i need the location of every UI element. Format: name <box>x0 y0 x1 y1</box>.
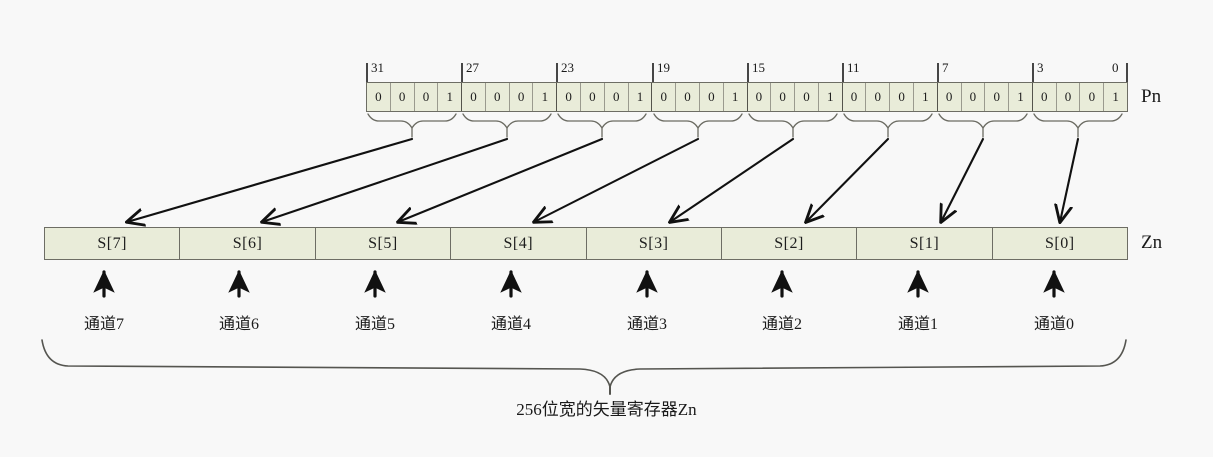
pn-bit-cell: 0 <box>604 83 629 111</box>
channel-label: 通道1 <box>897 316 939 333</box>
pn-bit-cell: 0 <box>581 83 605 111</box>
pn-bit-cell: 1 <box>438 83 463 111</box>
pn-bit-cell: 0 <box>485 83 510 111</box>
pn-tick-label: 27 <box>466 60 479 75</box>
pn-bit-cell: 0 <box>1032 83 1057 111</box>
zn-lane-cell: S[4] <box>451 228 587 259</box>
pn-bit-cell: 1 <box>723 83 748 111</box>
pn-bit-cell: 0 <box>795 83 819 111</box>
pn-bit-cell: 0 <box>390 83 415 111</box>
pn-bit-cell: 0 <box>367 83 391 111</box>
channel-label: 通道4 <box>490 316 532 333</box>
pn-tick-label: 3 <box>1037 60 1044 75</box>
pn-bit-cell: 0 <box>961 83 986 111</box>
pn-tick-label: 23 <box>561 60 574 75</box>
channel-label: 通道0 <box>1033 316 1075 333</box>
pn-tick-label: 31 <box>371 60 384 75</box>
predicate-to-lane-arrows <box>127 137 1080 222</box>
vector-register-label: Zn <box>1141 232 1163 253</box>
zn-lane-cell: S[2] <box>721 228 858 259</box>
pn-bit-cell: 0 <box>699 83 724 111</box>
channel-label: 通道7 <box>83 316 125 333</box>
pn-bit-cell: 1 <box>1009 83 1033 111</box>
pn-tick-label: 19 <box>657 60 670 75</box>
zn-lane-cell: S[6] <box>180 228 316 259</box>
zn-lane-cell: S[3] <box>586 228 722 259</box>
pn-tick-marks <box>366 63 1128 83</box>
pn-bit-cell: 0 <box>985 83 1010 111</box>
channel-up-arrows <box>93 269 1065 298</box>
zn-lane-cell: S[5] <box>315 228 452 259</box>
pn-bit-cell: 0 <box>747 83 772 111</box>
zn-lane-cell: S[7] <box>45 228 181 259</box>
pn-bit-cell: 1 <box>913 83 938 111</box>
pn-bit-cell: 0 <box>652 83 677 111</box>
pn-bit-cell: 0 <box>676 83 700 111</box>
pn-bit-cell: 0 <box>866 83 891 111</box>
pn-bit-cell: 0 <box>1056 83 1081 111</box>
pn-bit-cell: 1 <box>533 83 558 111</box>
pn-tick-label: 15 <box>752 60 765 75</box>
channel-label: 通道6 <box>218 316 260 333</box>
pn-tick-label: 11 <box>847 60 860 75</box>
channel-label: 通道5 <box>354 316 396 333</box>
pn-bit-cell: 0 <box>842 83 867 111</box>
pn-bit-cell: 0 <box>1080 83 1105 111</box>
pn-bit-cell: 0 <box>414 83 439 111</box>
pn-nibble-braces <box>367 113 1123 138</box>
pn-bit-cell: 1 <box>1104 83 1127 111</box>
pn-bit-cell: 0 <box>771 83 796 111</box>
pn-bit-cell: 0 <box>937 83 962 111</box>
pn-bit-cell: 1 <box>818 83 843 111</box>
pn-bit-cell: 0 <box>890 83 914 111</box>
pn-tick-label: 0 <box>1112 60 1119 75</box>
pn-bit-cell: 0 <box>462 83 486 111</box>
predicate-register-label: Pn <box>1141 86 1162 107</box>
vector-register-brace <box>41 339 1127 395</box>
zn-lane-cell: S[1] <box>857 228 993 259</box>
pn-bit-cell: 1 <box>628 83 653 111</box>
pn-bit-cell: 0 <box>509 83 534 111</box>
diagram-caption: 256位宽的矢量寄存器Zn <box>516 400 697 419</box>
pn-tick-label: 7 <box>942 60 949 75</box>
channel-label: 通道3 <box>626 316 668 333</box>
channel-label: 通道2 <box>761 316 803 333</box>
zn-lane-cell: S[0] <box>992 228 1127 259</box>
vector-register-zn: S[7]S[6]S[5]S[4]S[3]S[2]S[1]S[0] <box>44 227 1128 260</box>
pn-bit-cell: 0 <box>557 83 582 111</box>
